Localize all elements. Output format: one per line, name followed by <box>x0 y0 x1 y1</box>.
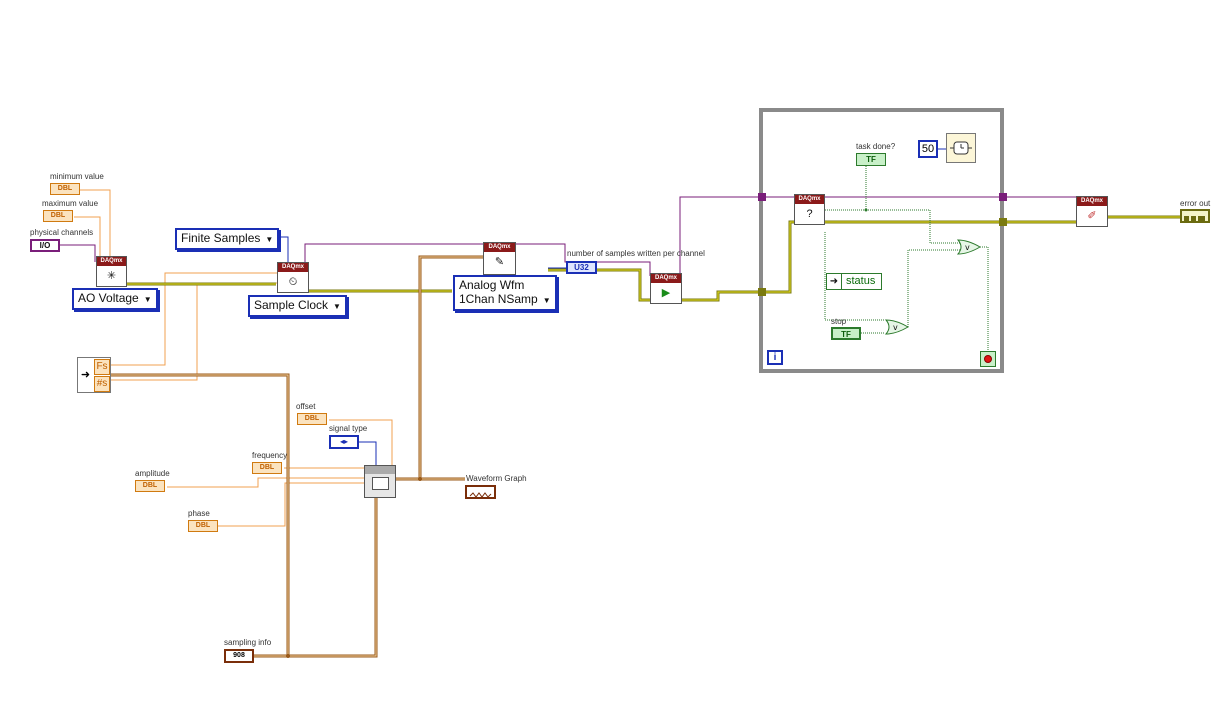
task-out-tunnel <box>999 193 1007 201</box>
physical-channels-terminal[interactable]: I/O <box>30 239 60 252</box>
arrow-right-icon: ➜ <box>80 369 91 381</box>
ns-element: #s <box>94 376 110 392</box>
sampling-info-label: sampling info <box>224 638 272 647</box>
physical-channels-label: physical channels <box>30 228 94 237</box>
task-done-or-wire <box>866 209 960 244</box>
chevron-down-icon: ▼ <box>333 302 341 311</box>
signal-type-label: signal type <box>329 424 368 433</box>
chevron-down-icon: ▼ <box>143 295 152 304</box>
error-out-label: error out <box>1180 199 1211 208</box>
max-value-wire <box>74 216 101 260</box>
waveform-graph-terminal[interactable] <box>465 485 496 499</box>
finite-samples-ring[interactable]: Finite Samples▼ <box>175 228 280 250</box>
chevron-down-icon: ▼ <box>542 296 551 305</box>
signal-type-terminal[interactable]: ◂▸ <box>329 435 359 449</box>
stop-label: stop <box>831 317 847 326</box>
error-in-tunnel <box>758 288 766 296</box>
daqmx-start-vi[interactable]: DAQmx ▶ <box>650 273 682 304</box>
loop-condition-terminal[interactable] <box>980 351 996 367</box>
or2-out-wire <box>980 246 989 352</box>
wait-ms-function[interactable] <box>946 133 976 163</box>
status-or-wire <box>824 282 885 321</box>
daqmx-write-vi[interactable]: DAQmx ✎ <box>483 242 516 275</box>
sampling-info-bundle[interactable]: ➜ Fs #s <box>77 357 111 393</box>
svg-text:v: v <box>965 243 970 252</box>
wait-ms-constant[interactable]: 50 <box>918 140 938 158</box>
frequency-terminal[interactable]: DBL <box>252 462 282 474</box>
task-done-indicator: TF <box>856 153 886 166</box>
min-value-terminal[interactable]: DBL <box>50 183 80 195</box>
sampling-info-terminal[interactable]: 908 <box>224 649 254 663</box>
pencil-icon: ✎ <box>494 256 505 268</box>
eraser-icon: ✐ <box>1087 210 1097 222</box>
waveform-graph-label: Waveform Graph <box>466 474 527 483</box>
samples-written-label: number of samples written per channel <box>567 249 705 258</box>
task-wire-1 <box>304 243 483 263</box>
error-wires <box>127 215 1180 302</box>
cluster-icon <box>1184 216 1205 222</box>
question-icon: ? <box>806 208 813 220</box>
daqmx-clear-task-vi[interactable]: DAQmx ✐ <box>1076 196 1108 227</box>
play-icon: ▶ <box>661 287 671 299</box>
task-done-label: task done? <box>856 142 896 151</box>
task-wire-2 <box>515 243 651 276</box>
daqmx-create-channel-vi[interactable]: DAQmx ✳︎ <box>96 256 127 287</box>
max-value-label: maximum value <box>42 199 99 208</box>
physical-channels-wire <box>60 244 96 262</box>
fs-wire <box>111 272 280 366</box>
or-gate-1: v <box>884 319 909 335</box>
or1-out-wire <box>907 249 960 327</box>
offset-wire <box>329 419 393 466</box>
arrow-right-icon: ➜ <box>827 274 842 289</box>
signal-type-wire <box>359 441 377 466</box>
fs-element: Fs <box>94 359 110 375</box>
svg-text:v: v <box>893 323 898 332</box>
waveform-icon <box>469 492 492 498</box>
min-value-wire <box>80 189 111 260</box>
waveform-wires <box>111 255 483 658</box>
iteration-terminal: i <box>767 350 783 365</box>
frequency-label: frequency <box>252 451 288 460</box>
stop-control[interactable]: TF <box>831 327 861 340</box>
amplitude-wire <box>167 477 364 488</box>
offset-terminal[interactable]: DBL <box>297 413 327 425</box>
task-wire-3 <box>679 196 765 276</box>
min-value-label: minimum value <box>50 172 104 181</box>
error-out-terminal <box>1180 209 1210 223</box>
create-channel-icon: ✳︎ <box>106 270 117 282</box>
or-gate-2: v <box>956 239 981 255</box>
task-in-tunnel <box>758 193 766 201</box>
phase-terminal[interactable]: DBL <box>188 520 218 532</box>
bool-wires <box>824 166 989 352</box>
error-out-tunnel <box>999 218 1007 226</box>
while-loop[interactable] <box>759 108 1004 373</box>
daqmx-timing-vi[interactable]: DAQmx ⏲ <box>277 262 309 293</box>
phase-label: phase <box>188 509 210 518</box>
clock-icon <box>950 141 972 155</box>
chevron-down-icon: ▼ <box>265 235 274 244</box>
amplitude-label: amplitude <box>135 469 170 478</box>
status-indicator: ➜status <box>826 273 882 290</box>
amplitude-terminal[interactable]: DBL <box>135 480 165 492</box>
basic-function-generator-vi[interactable] <box>364 465 396 498</box>
waveform-icon <box>372 477 389 490</box>
sample-clock-ring[interactable]: Sample Clock▼ <box>248 295 347 317</box>
clock-icon: ⏲ <box>288 276 298 288</box>
daqmx-is-task-done-vi[interactable]: DAQmx ? <box>794 194 825 225</box>
max-value-terminal[interactable]: DBL <box>43 210 73 222</box>
samples-written-indicator: U32 <box>566 261 597 274</box>
offset-label: offset <box>296 402 316 411</box>
ao-voltage-ring[interactable]: AO Voltage▼ <box>72 288 158 310</box>
phase-wire <box>218 482 364 527</box>
